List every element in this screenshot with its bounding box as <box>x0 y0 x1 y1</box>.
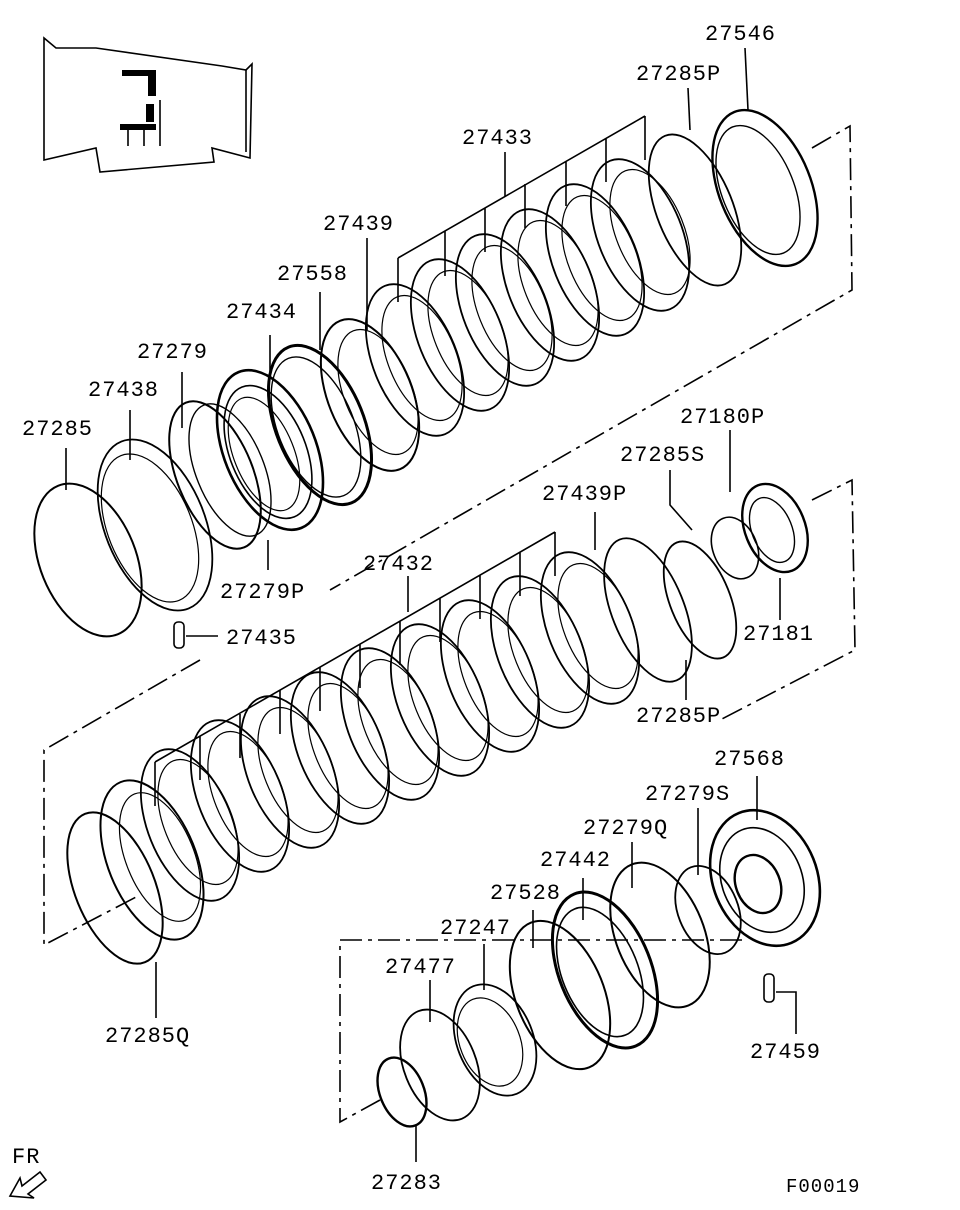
seal-ring-27279Q <box>609 861 711 1009</box>
leader-lines <box>65 47 797 1162</box>
transmission-locator-thumbnail <box>43 36 253 173</box>
thrust-washer-27180P <box>710 516 760 580</box>
label-27180P: 27180P <box>680 405 765 430</box>
label-27442: 27442 <box>540 848 611 873</box>
lower-group-boundary <box>339 939 742 1124</box>
label-27283: 27283 <box>371 1171 442 1196</box>
snap-ring-27285 <box>33 482 143 638</box>
label-27285: 27285 <box>22 417 93 442</box>
label-27435: 27435 <box>226 626 297 651</box>
label-27279Q: 27279Q <box>583 816 668 841</box>
label-27285P-upper: 27285P <box>636 62 721 87</box>
label-27279: 27279 <box>137 340 208 365</box>
lower-clutch-stack <box>376 808 822 1128</box>
clutch-plate-2 <box>544 183 646 337</box>
retainer-27477 <box>399 1008 481 1122</box>
label-27279P: 27279P <box>220 580 305 605</box>
label-27438: 27438 <box>88 378 159 403</box>
label-27285P-middle: 27285P <box>636 704 721 729</box>
fr-label: FR <box>12 1145 40 1170</box>
label-27546: 27546 <box>705 22 776 47</box>
snap-ring-27285P-mid <box>603 537 693 683</box>
figure-code: F00019 <box>786 1176 860 1198</box>
label-27459: 27459 <box>750 1040 821 1065</box>
pin-27459 <box>763 973 775 1003</box>
seal-ring-27279P <box>188 403 272 537</box>
front-direction-indicator: FR <box>8 1145 48 1199</box>
label-27439: 27439 <box>323 212 394 237</box>
snap-ring-27285S <box>662 540 738 660</box>
front-arrow-icon <box>8 1170 48 1199</box>
label-27285S: 27285S <box>620 443 705 468</box>
label-27279S: 27279S <box>645 782 730 807</box>
label-27432: 27432 <box>363 552 434 577</box>
part-number-labels: 27546 27285P 27433 27439 27558 27434 272… <box>22 22 821 1196</box>
snap-ring-27283 <box>376 1056 428 1128</box>
clutch-plate-1 <box>589 158 691 312</box>
seal-ring-27279S <box>674 864 742 956</box>
group-boundaries <box>43 124 856 1124</box>
label-27247: 27247 <box>440 916 511 941</box>
piston-27442 <box>550 890 660 1050</box>
seal-27528 <box>508 919 612 1071</box>
middle-group-boundary <box>43 478 856 947</box>
clutch-plate-6 <box>364 283 466 437</box>
label-27181: 27181 <box>743 622 814 647</box>
label-27568: 27568 <box>714 747 785 772</box>
clutch-plate-m9 <box>99 779 205 941</box>
retainer-27438 <box>96 438 214 612</box>
bearing-27181 <box>741 482 809 574</box>
clutch-drum-27568 <box>708 808 822 948</box>
label-27477: 27477 <box>385 955 456 980</box>
middle-clutch-stack <box>66 482 809 965</box>
upper-group-boundary <box>329 124 853 591</box>
label-27285Q: 27285Q <box>105 1024 190 1049</box>
clutch-plate-4 <box>454 233 556 387</box>
piston-27434 <box>215 368 325 532</box>
label-27558: 27558 <box>277 262 348 287</box>
upper-clutch-stack <box>33 108 819 649</box>
snap-ring-27546 <box>711 108 819 268</box>
label-27434: 27434 <box>226 300 297 325</box>
return-spring-27247 <box>452 983 538 1097</box>
label-27433: 27433 <box>462 126 533 151</box>
label-27528: 27528 <box>490 881 561 906</box>
seal-ring-27279 <box>168 400 262 550</box>
snap-ring-27285Q <box>66 811 164 965</box>
snap-ring-27285P-upper <box>647 133 743 287</box>
label-27439P: 27439P <box>542 482 627 507</box>
pin-27435 <box>173 621 185 649</box>
reaction-plate-27558 <box>266 343 374 507</box>
